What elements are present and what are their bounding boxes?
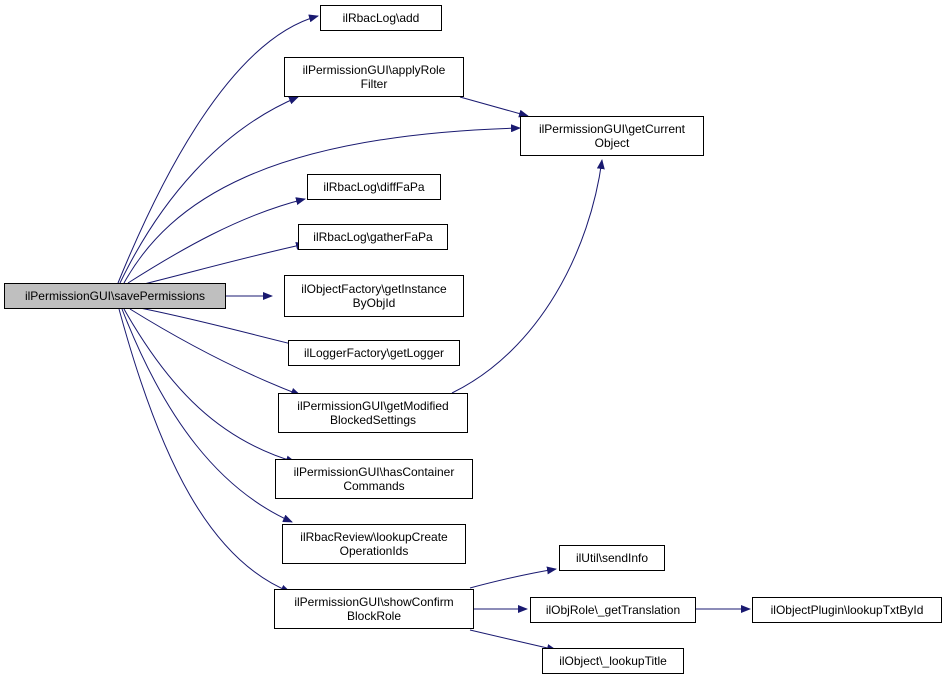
node-label: ilRbacLog\diffFaPa <box>323 180 425 194</box>
node-label: ilPermissionGUI\savePermissions <box>24 289 206 303</box>
node-label: Commands <box>343 479 405 493</box>
node-getLogger[interactable]: ilLoggerFactory\getLogger <box>288 340 460 366</box>
node-rbacLog-add[interactable]: ilRbacLog\add <box>320 5 442 31</box>
edge-savePermissions-getLogger <box>139 307 301 348</box>
node-label: ilRbacReview\lookupCreate <box>300 530 448 544</box>
node-label: BlockRole <box>346 609 402 623</box>
node-gatherFaPa[interactable]: ilRbacLog\gatherFaPa <box>298 224 448 250</box>
node-label: ilPermissionGUI\getModified <box>297 399 449 413</box>
node-label: ilObject\_lookupTitle <box>559 654 667 668</box>
node-savePermissions[interactable]: ilPermissionGUI\savePermissions <box>4 283 226 309</box>
node-label: ilPermissionGUI\hasContainer <box>293 465 455 479</box>
node-label: ilUtil\sendInfo <box>575 551 649 565</box>
node-lookupTitle[interactable]: ilObject\_lookupTitle <box>542 648 684 674</box>
edge-showConfirmBlockRole-lookupTitle <box>469 629 557 652</box>
node-label: ilPermissionGUI\showConfirm <box>294 595 454 609</box>
edge-savePermissions-getCurrentObject <box>123 124 521 284</box>
node-label: ilObjectFactory\getInstance <box>301 282 447 296</box>
node-label: ilRbacLog\gatherFaPa <box>313 230 433 244</box>
edge-savePermissions-getModifiedBlockedSettings <box>129 308 301 396</box>
edge-savePermissions-showConfirmBlockRole <box>118 308 291 593</box>
node-getModifiedBlockedSettings[interactable]: ilPermissionGUI\getModified BlockedSetti… <box>278 393 468 433</box>
edge-savePermissions-lookupCreateOperationIds <box>121 308 293 523</box>
node-diffFaPa[interactable]: ilRbacLog\diffFaPa <box>307 174 441 200</box>
node-applyRoleFilter[interactable]: ilPermissionGUI\applyRole Filter <box>284 57 464 97</box>
node-getTranslation[interactable]: ilObjRole\_getTranslation <box>530 597 696 623</box>
edge-savePermissions-gatherFaPa <box>139 242 306 286</box>
node-label: ilObjRole\_getTranslation <box>545 603 681 617</box>
node-label: ilObjectPlugin\lookupTxtById <box>770 603 924 617</box>
node-label: ilPermissionGUI\getCurrent <box>538 122 686 136</box>
node-label: Filter <box>360 77 388 91</box>
edge-showConfirmBlockRole-sendInfo <box>469 566 557 589</box>
edge-savePermissions-hasContainerCommands <box>123 308 296 464</box>
node-label: Object <box>594 136 630 150</box>
node-showConfirmBlockRole[interactable]: ilPermissionGUI\showConfirm BlockRole <box>274 589 474 629</box>
node-lookupCreateOperationIds[interactable]: ilRbacReview\lookupCreate OperationIds <box>282 524 466 564</box>
edge-getModifiedBlockedSettings-getCurrentObject <box>451 159 605 394</box>
node-label: ilLoggerFactory\getLogger <box>303 346 445 360</box>
node-label: OperationIds <box>339 544 409 558</box>
node-label: ilRbacLog\add <box>342 11 420 25</box>
edge-applyRoleFilter-getCurrentObject <box>459 96 529 118</box>
node-hasContainerCommands[interactable]: ilPermissionGUI\hasContainer Commands <box>275 459 473 499</box>
node-getCurrentObject[interactable]: ilPermissionGUI\getCurrent Object <box>520 116 704 156</box>
node-lookupTxtById[interactable]: ilObjectPlugin\lookupTxtById <box>752 597 942 623</box>
node-getInstanceByObjId[interactable]: ilObjectFactory\getInstance ByObjId <box>284 275 464 317</box>
edge-savePermissions-applyRoleFilter <box>119 96 299 284</box>
node-label: BlockedSettings <box>329 413 417 427</box>
edge-savePermissions-add <box>117 14 319 284</box>
edge-savePermissions-diffFaPa <box>127 197 306 284</box>
node-label: ByObjId <box>352 296 396 310</box>
node-label: ilPermissionGUI\applyRole <box>302 63 446 77</box>
node-sendInfo[interactable]: ilUtil\sendInfo <box>559 545 665 571</box>
